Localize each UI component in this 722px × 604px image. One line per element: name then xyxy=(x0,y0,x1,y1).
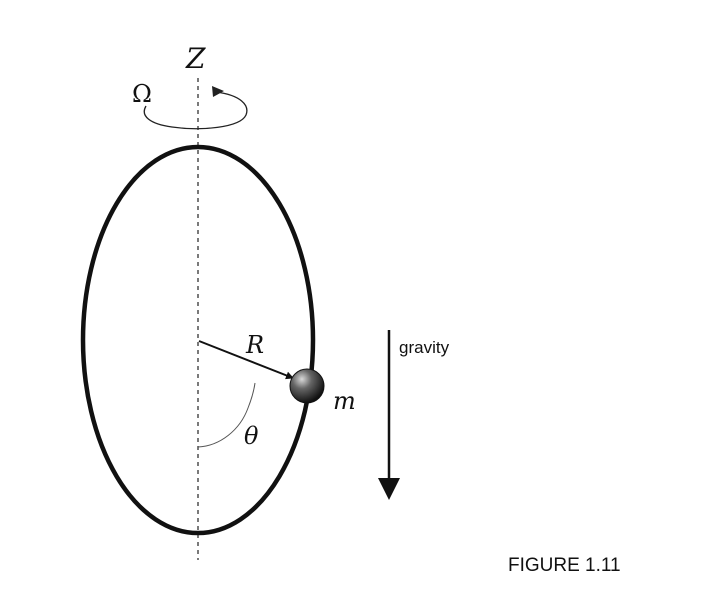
mass-label: m xyxy=(333,387,356,415)
radius-arrow xyxy=(198,340,294,380)
figure-caption: FIGURE 1.11 xyxy=(508,555,621,576)
hoop xyxy=(80,144,316,536)
angle-label: θ xyxy=(244,422,259,450)
omega-label: Ω xyxy=(132,80,152,108)
bead-mass xyxy=(289,368,325,404)
angle-arc xyxy=(197,382,256,448)
rotation-arrowhead-icon xyxy=(212,86,224,97)
rotation-arrow-icon xyxy=(143,91,248,130)
gravity-arrowhead-icon xyxy=(378,478,400,500)
radius-label: R xyxy=(245,331,264,359)
gravity-label: gravity xyxy=(399,338,450,357)
axis-label-z: Z xyxy=(185,42,206,75)
